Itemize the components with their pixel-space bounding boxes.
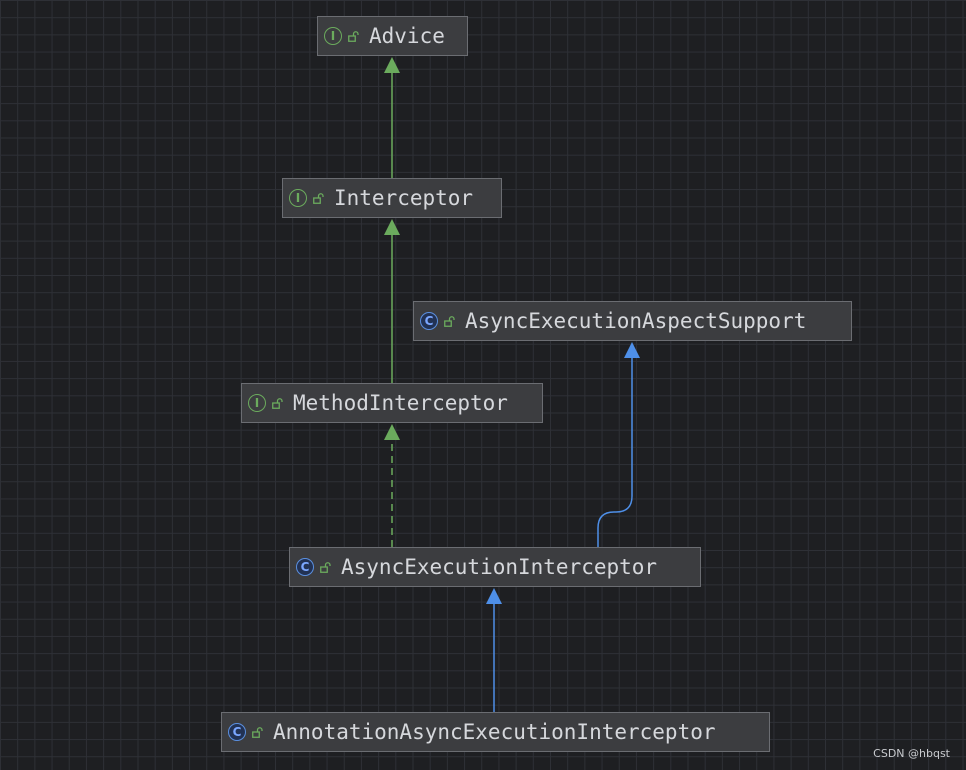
watermark: CSDN @hbqst bbox=[873, 747, 950, 760]
interface-icon: I bbox=[248, 394, 266, 412]
node-label: AnnotationAsyncExecutionInterceptor bbox=[273, 720, 716, 744]
public-unlock-icon bbox=[252, 726, 263, 738]
public-unlock-icon bbox=[313, 192, 324, 204]
interface-icon: I bbox=[289, 189, 307, 207]
public-unlock-icon bbox=[348, 30, 359, 42]
node-label: AsyncExecutionAspectSupport bbox=[465, 309, 807, 333]
edge-async-execution-interceptor-extends-aspect-support bbox=[597, 342, 640, 547]
node-async-execution-aspect-support[interactable]: C AsyncExecutionAspectSupport bbox=[413, 301, 852, 341]
class-icon: C bbox=[420, 312, 438, 330]
node-label: AsyncExecutionInterceptor bbox=[341, 555, 658, 579]
edge-async-execution-interceptor-implements-method-interceptor bbox=[384, 424, 400, 547]
node-annotation-async-execution-interceptor[interactable]: C AnnotationAsyncExecutionInterceptor bbox=[221, 712, 770, 752]
public-unlock-icon bbox=[444, 315, 455, 327]
node-interceptor[interactable]: I Interceptor bbox=[282, 178, 502, 218]
node-advice[interactable]: I Advice bbox=[317, 16, 468, 56]
node-method-interceptor[interactable]: I MethodInterceptor bbox=[241, 383, 543, 423]
edge-method-interceptor-extends-interceptor bbox=[384, 219, 400, 383]
node-label: Interceptor bbox=[334, 186, 474, 210]
class-icon: C bbox=[296, 558, 314, 576]
public-unlock-icon bbox=[272, 397, 283, 409]
class-icon: C bbox=[228, 723, 246, 741]
node-label: MethodInterceptor bbox=[293, 391, 508, 415]
public-unlock-icon bbox=[320, 561, 331, 573]
edge-interceptor-extends-advice bbox=[384, 57, 400, 178]
edge-annotation-async-extends-async-execution-interceptor bbox=[486, 588, 502, 712]
node-async-execution-interceptor[interactable]: C AsyncExecutionInterceptor bbox=[289, 547, 701, 587]
node-label: Advice bbox=[369, 24, 445, 48]
interface-icon: I bbox=[324, 27, 342, 45]
